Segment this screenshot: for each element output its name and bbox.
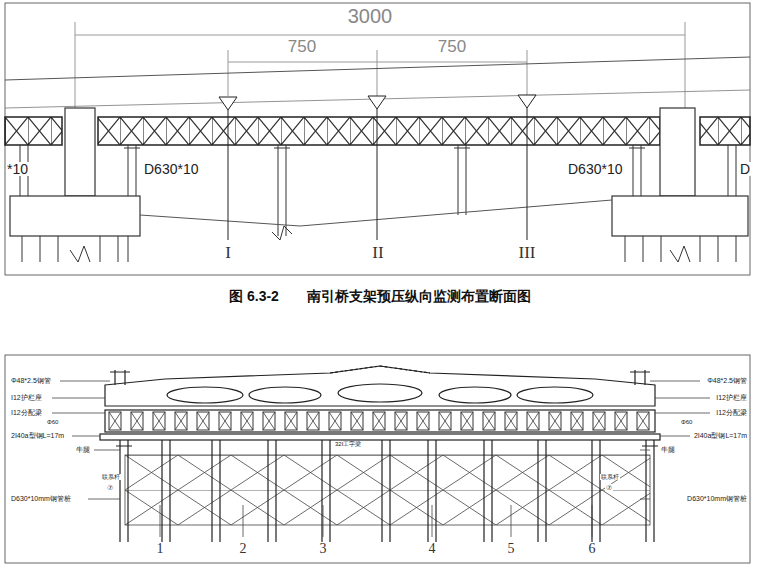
callout-number: 3 bbox=[320, 542, 327, 556]
dimension: 750 bbox=[438, 38, 466, 55]
part-label: I12护栏座 bbox=[10, 394, 43, 401]
part-label: I12分配梁 bbox=[10, 409, 43, 416]
callout-number: ⑦ bbox=[106, 484, 114, 491]
callout-number: 4 bbox=[429, 542, 436, 556]
section-mark: II bbox=[371, 244, 384, 261]
callout-number: 6 bbox=[589, 542, 596, 556]
dimension: 750 bbox=[288, 38, 316, 55]
callout-number: ⑦ bbox=[605, 484, 613, 491]
dimension: 3000 bbox=[348, 6, 393, 26]
part-label: I12分配梁 bbox=[715, 409, 748, 416]
part-label: 联系杆 bbox=[101, 474, 121, 480]
part-label: 牛腿 bbox=[75, 446, 91, 453]
callout-number: 1 bbox=[157, 542, 164, 556]
part-label: 32I工字梁 bbox=[334, 441, 362, 447]
part-label: Φ48*2.5钢管 bbox=[706, 377, 748, 384]
callout-number: 2 bbox=[240, 542, 247, 556]
figure-caption: 图 6.3-2 南引桥支架预压纵向监测布置断面图 bbox=[229, 289, 531, 303]
part-label: D630*10mm钢管桩 bbox=[10, 495, 72, 502]
section-mark: III bbox=[518, 244, 537, 261]
pipe-label: D bbox=[739, 162, 751, 176]
section-mark: I bbox=[224, 244, 232, 261]
part-label: D630*10mm钢管桩 bbox=[686, 495, 748, 502]
part-label: Φ60 bbox=[46, 419, 59, 425]
pipe-label: *10 bbox=[6, 162, 29, 176]
pipe-label: D630*10 bbox=[567, 162, 624, 176]
part-label: Φ48*2.5钢管 bbox=[10, 377, 52, 384]
part-label: 2I40a型钢L=17m bbox=[693, 432, 748, 439]
part-label: Φ60 bbox=[680, 419, 693, 425]
pipe-label: D630*10 bbox=[143, 162, 200, 176]
part-label: 2I40a型钢L=17m bbox=[10, 432, 65, 439]
part-label: 联系杆 bbox=[600, 474, 620, 480]
callout-number: 5 bbox=[508, 542, 515, 556]
part-label: 牛腿 bbox=[660, 446, 676, 453]
part-label: I12护栏座 bbox=[715, 394, 748, 401]
